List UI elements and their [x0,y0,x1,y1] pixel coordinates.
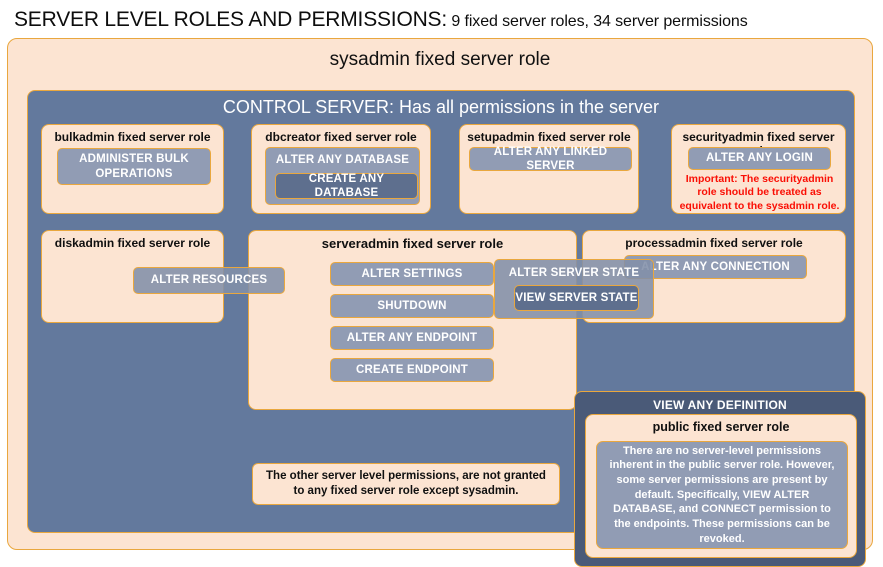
permission-label: SHUTDOWN [377,299,447,312]
sysadmin-role-panel: sysadmin fixed server role CONTROL SERVE… [7,38,873,567]
public-role-description-text: There are no server-level permissions in… [609,444,835,545]
permission-label: ALTER SERVER STATE [508,267,640,279]
page-title: SERVER LEVEL ROLES AND PERMISSIONS: 9 fi… [14,8,748,32]
permission-label: ALTER ANY LINKED SERVER [493,145,608,172]
note-text: The other server level permissions, are … [266,470,546,497]
permission-alter-any-login[interactable]: ALTER ANY LOGIN [688,147,831,170]
role-box-dbcreator: dbcreator fixed server role ALTER ANY DA… [251,124,431,214]
page-title-main: SERVER LEVEL ROLES AND PERMISSIONS: [14,8,447,31]
permission-label: ALTER ANY ENDPOINT [346,331,478,344]
public-role-description: There are no server-level permissions in… [596,441,848,549]
role-box-securityadmin: securityadmin fixed server role ALTER AN… [671,124,846,214]
permission-alter-any-linked-server[interactable]: ALTER ANY LINKED SERVER [469,145,632,172]
permission-administer-bulk-operations[interactable]: ADMINISTER BULK OPERATIONS [57,148,211,185]
control-server-label: CONTROL SERVER: Has all permissions in t… [222,97,660,117]
role-label-setupadmin: setupadmin fixed server role [467,130,631,144]
permission-alter-settings[interactable]: ALTER SETTINGS [330,262,494,286]
role-label-dbcreator: dbcreator fixed server role [265,130,417,144]
permission-label-view-any-definition: VIEW ANY DEFINITION [653,398,787,412]
role-label-diskadmin: diskadmin fixed server role [54,236,211,250]
permission-alter-any-endpoint[interactable]: ALTER ANY ENDPOINT [330,326,494,350]
permission-label: ALTER SETTINGS [361,267,463,280]
control-server-region: CONTROL SERVER: Has all permissions in t… [27,90,855,533]
role-box-serveradmin: serveradmin fixed server role ALTER SETT… [248,230,577,410]
permission-alter-resources[interactable]: ALTER RESOURCES [133,267,285,294]
role-label-serveradmin: serveradmin fixed server role [321,236,504,251]
permission-label: CREATE ANY DATABASE [308,172,385,199]
permission-shutdown[interactable]: SHUTDOWN [330,294,494,318]
note-securityadmin-important: Important: The securityadmin role should… [679,173,840,212]
permission-label: ALTER ANY CONNECTION [641,260,790,273]
permission-view-server-state[interactable]: VIEW SERVER STATE [514,285,639,311]
role-box-public: public fixed server role There are no se… [585,414,857,558]
page-title-subtitle: 9 fixed server roles, 34 server permissi… [447,13,748,30]
permission-label: ADMINISTER BULK OPERATIONS [79,152,189,180]
permission-create-endpoint[interactable]: CREATE ENDPOINT [330,358,494,382]
sysadmin-role-label: sysadmin fixed server role [329,49,551,70]
note-other-server-permissions: The other server level permissions, are … [252,463,560,505]
permission-label: VIEW SERVER STATE [515,291,638,304]
footer-version-label: SQL Server 2017 [41,552,134,566]
permission-label: ALTER ANY LOGIN [706,152,813,165]
role-box-bulkadmin: bulkadmin fixed server role ADMINISTER B… [41,124,224,214]
permission-label: ALTER RESOURCES [150,274,268,287]
permission-create-any-database[interactable]: CREATE ANY DATABASE [275,173,418,199]
permission-view-any-definition-frame[interactable]: VIEW ANY DEFINITION public fixed server … [574,391,866,567]
permission-label: ALTER ANY DATABASE [275,154,410,166]
permission-alter-any-connection[interactable]: ALTER ANY CONNECTION [624,255,807,279]
role-label-bulkadmin: bulkadmin fixed server role [54,130,211,144]
role-label-public: public fixed server role [652,420,790,434]
role-label-processadmin: processadmin fixed server role [625,236,803,250]
permission-label: CREATE ENDPOINT [355,363,469,376]
role-box-setupadmin: setupadmin fixed server role ALTER ANY L… [459,124,639,214]
